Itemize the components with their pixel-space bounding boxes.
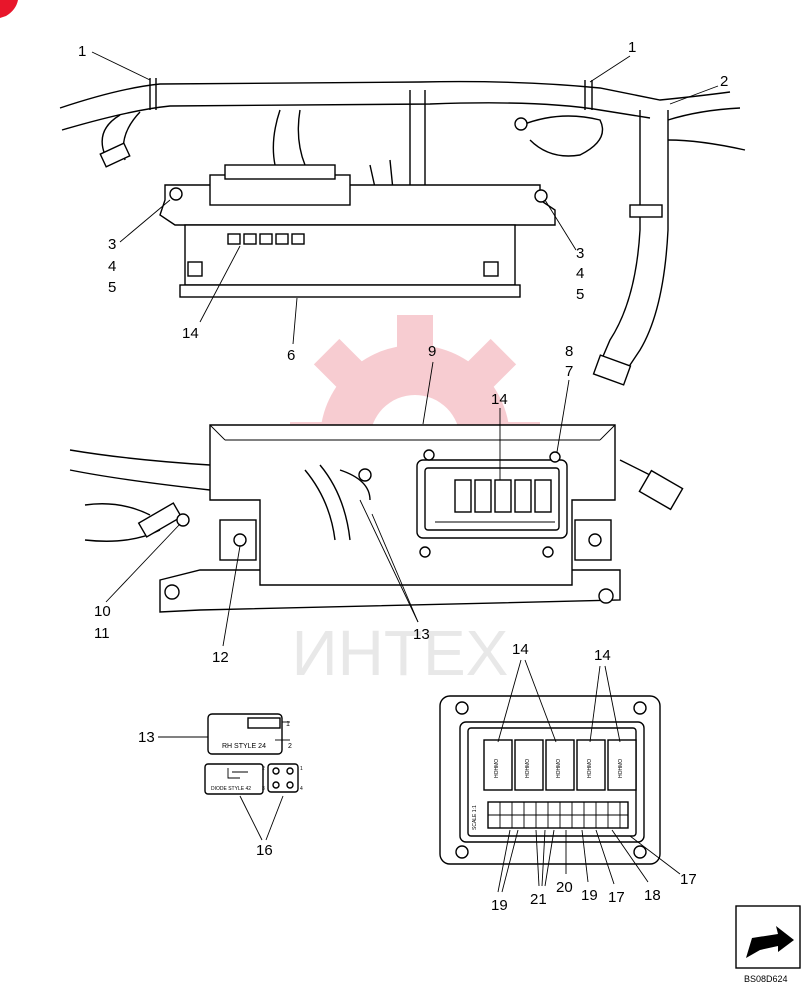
callout-10: 10 [94,603,111,620]
watermark-text: ИНТЕХ [292,617,509,689]
callout-14-middle: 14 [491,391,508,408]
callout-9: 9 [428,343,436,360]
corner-marker-icon [0,0,18,18]
diode-style-label: DIODE STYLE 42 [211,786,251,792]
fuse-box-middle [416,449,568,558]
callout-4-left: 4 [108,258,116,275]
callout-3-left: 3 [108,236,116,253]
callout-11: 11 [94,625,110,642]
callout-5-left: 5 [108,279,116,296]
relay-mark-5: HOHMO [618,759,624,778]
callout-4-right: 4 [576,265,584,282]
diode-pin-3: 3 [262,786,265,792]
callout-20: 20 [556,879,573,896]
diagram-code: BS08D624 [744,974,788,984]
callout-14-bottom-left: 14 [512,641,529,658]
relay-mark-2: HOHMO [525,759,531,778]
middle-assembly [69,424,684,613]
relay-pin-2: 2 [288,743,292,750]
relay-mark-3: HOHMO [556,759,562,778]
callout-6: 6 [287,347,295,364]
fuse-box-detail: SCALE 1:1 HOHMO HOHMO HOHMO HOHMO HOHMO [439,695,661,865]
diode-pin-4: 4 [300,786,303,792]
callout-19-left: 19 [491,897,508,914]
top-assembly [59,78,746,386]
callout-21: 21 [530,891,547,908]
callout-5-right: 5 [576,286,584,303]
callout-1-left: 1 [78,43,86,60]
callout-3-right: 3 [576,245,584,262]
callout-18: 18 [644,887,661,904]
relay-detail: RH STYLE 24 1 2 [207,713,292,755]
callout-2: 2 [720,73,728,90]
callout-7: 7 [565,363,573,380]
fuse-row-detail [487,801,629,829]
callout-17-left: 17 [608,889,625,906]
diode-pin-2: 2 [262,766,265,772]
callout-13-middle: 13 [413,626,430,643]
callout-14-top: 14 [182,325,199,342]
relay-bank: HOHMO HOHMO HOHMO HOHMO HOHMO [483,739,637,791]
next-page-arrow-icon[interactable] [735,905,801,969]
relay-style-label: RH STYLE 24 [222,743,266,750]
callout-12: 12 [212,649,229,666]
relay-pin-1: 1 [286,721,290,728]
callout-8: 8 [565,343,573,360]
diode-pin-1: 1 [300,766,303,772]
fuse-row-top [227,233,305,245]
callout-13-detail: 13 [138,729,155,746]
callout-14-bottom-right: 14 [594,647,611,664]
callout-1-right: 1 [628,39,636,56]
callout-19-right: 19 [581,887,598,904]
callout-16: 16 [256,842,273,859]
relay-mark-1: HOHMO [494,759,500,778]
diode-detail: DIODE STYLE 42 1 2 3 4 [204,763,303,795]
scale-label: SCALE 1:1 [472,805,478,830]
callout-17-right: 17 [680,871,697,888]
relay-mark-4: HOHMO [587,759,593,778]
